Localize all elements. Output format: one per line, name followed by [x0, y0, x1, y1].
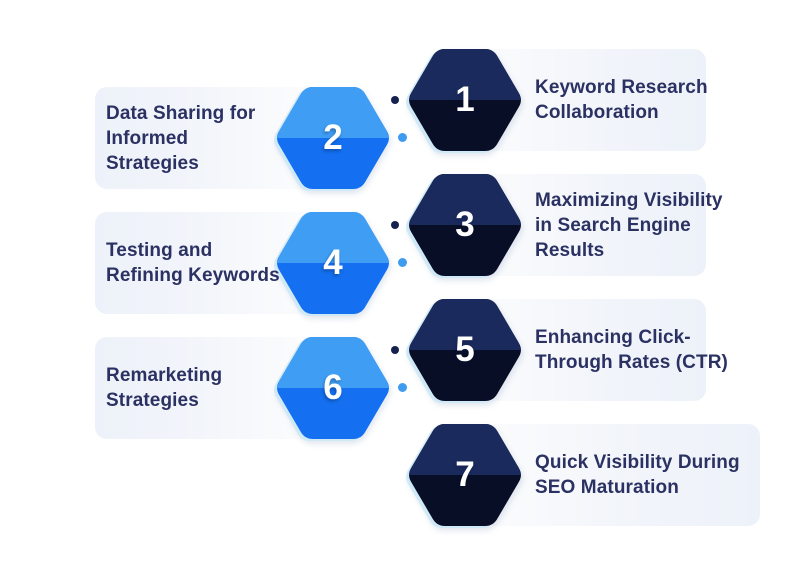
- connector-dot-dark-icon: [391, 221, 399, 229]
- step-label: Remarketing Strategies: [106, 365, 223, 411]
- step-item-1: 1 Keyword Research Collaboration: [0, 47, 800, 153]
- step-item-6: 6 Remarketing Strategies: [0, 335, 800, 441]
- step-item-5: 5 Enhancing Click- Through Rates (CTR): [0, 297, 800, 403]
- hexagon-icon: [406, 299, 521, 403]
- hexagon-icon: [274, 87, 389, 191]
- connector-dot-light-icon: [398, 383, 407, 392]
- hexagon-icon: [406, 174, 521, 278]
- hexagon-icon: [406, 49, 521, 153]
- step-label: Maximizing Visibility in Search Engine R…: [535, 189, 723, 261]
- hexagon-icon: [274, 212, 389, 316]
- step-number: 4: [323, 243, 343, 282]
- step-number: 1: [455, 80, 475, 119]
- connector-dot-dark-icon: [391, 346, 399, 354]
- step-label: Keyword Research Collaboration: [535, 77, 708, 123]
- step-label: Enhancing Click- Through Rates (CTR): [535, 327, 728, 373]
- step-number: 6: [323, 368, 343, 407]
- connector-dot-light-icon: [398, 258, 407, 267]
- step-number: 5: [455, 330, 475, 369]
- step-number: 2: [323, 118, 343, 157]
- step-label: Testing and Refining Keywords: [106, 240, 280, 286]
- connector-dot-light-icon: [398, 133, 407, 142]
- hexagon-icon: [406, 424, 521, 528]
- step-number: 3: [455, 205, 475, 244]
- step-item-3: 3 Maximizing Visibility in Search Engine…: [0, 172, 800, 278]
- step-label: Quick Visibility During SEO Maturation: [535, 452, 740, 498]
- step-number: 7: [455, 455, 475, 494]
- step-item-2: 2 Data Sharing for Informed Strategies: [0, 85, 800, 191]
- step-item-4: 4 Testing and Refining Keywords: [0, 210, 800, 316]
- step-label: Data Sharing for Informed Strategies: [106, 102, 256, 174]
- connector-dot-dark-icon: [391, 96, 399, 104]
- hexagon-icon: [274, 337, 389, 441]
- step-item-7: 7 Quick Visibility During SEO Maturation: [0, 422, 800, 528]
